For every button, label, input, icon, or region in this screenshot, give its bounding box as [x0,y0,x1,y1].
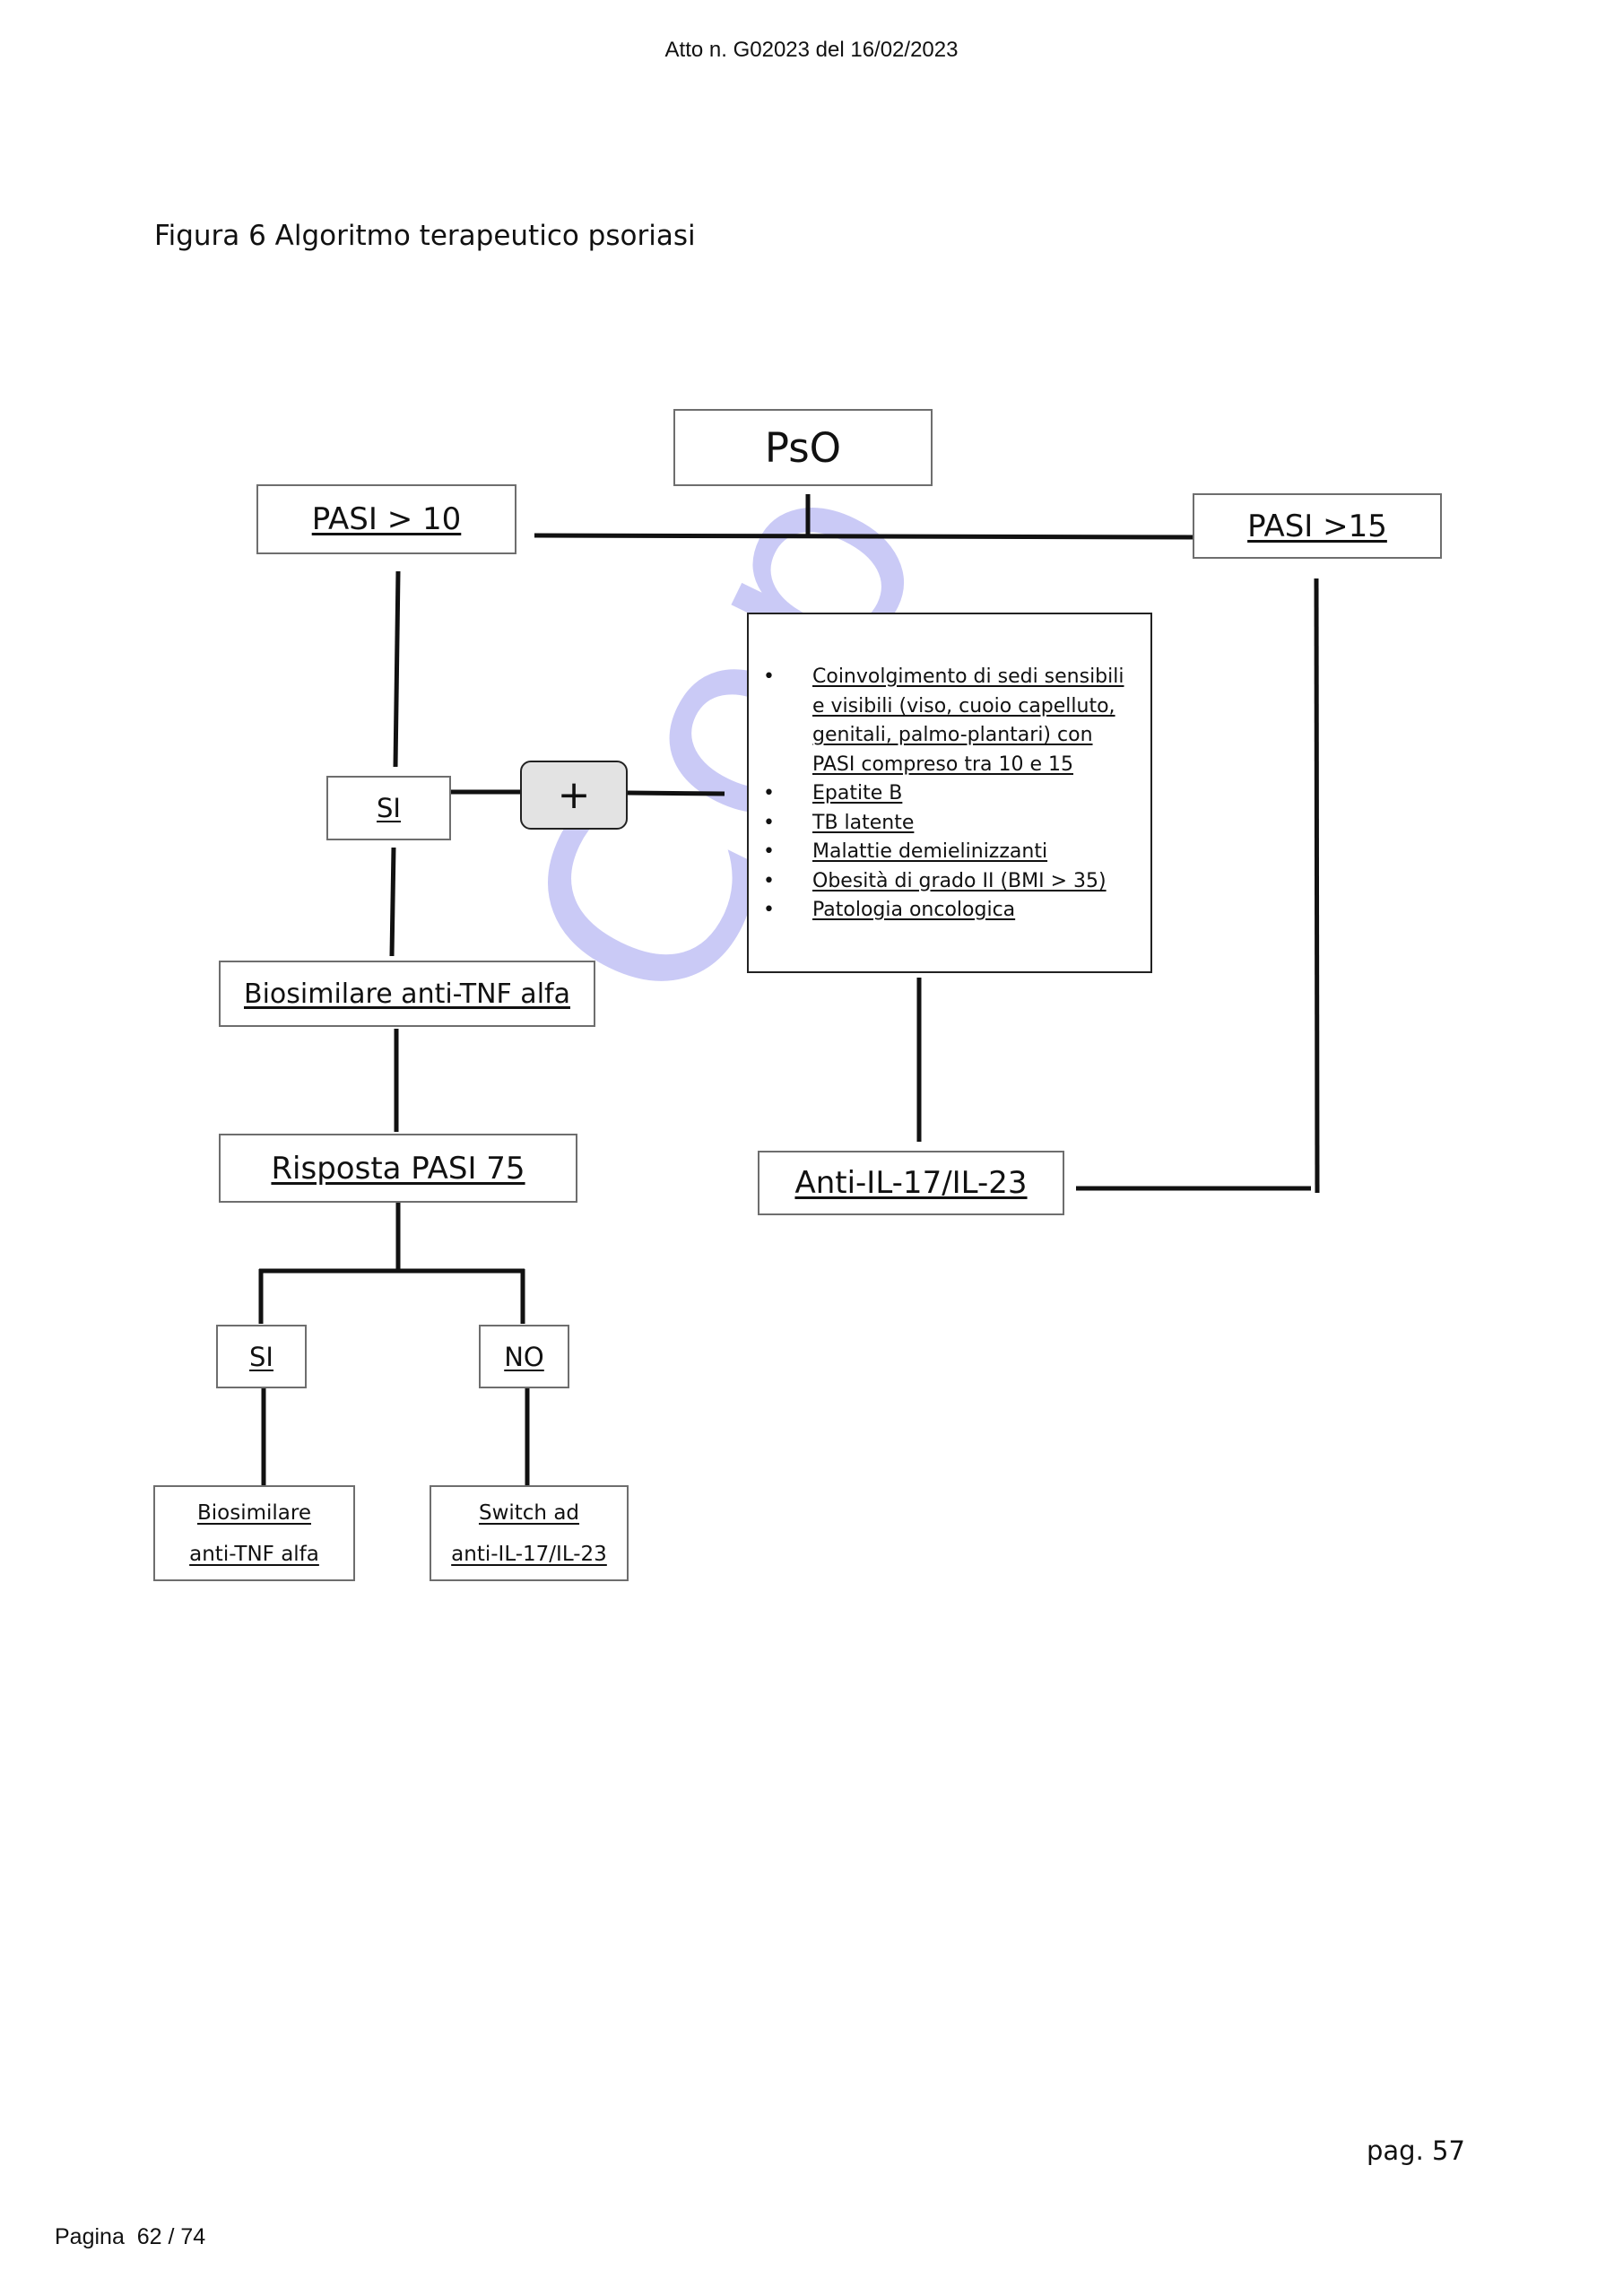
criteria-item-text: Epatite B [812,782,903,804]
outcome-switch-box: Switch ad anti-IL-17/IL-23 [430,1485,629,1581]
biosimilar-label: Biosimilare anti-TNF alfa [244,978,570,1010]
criteria-item-text: Patologia oncologica [812,899,1016,921]
anti-il-label: Anti-IL-17/IL-23 [794,1165,1028,1201]
si-bottom-label: SI [249,1341,273,1372]
outcome-biosimilar-line1: Biosimilare [197,1500,311,1525]
criteria-item-text: Obesità di grado II (BMI > 35) [812,869,1107,892]
si-bottom-box: SI [216,1325,307,1388]
criteria-box: • Coinvolgimento di sedi sensibili e vis… [747,613,1152,973]
outcome-biosimilar-line2: anti-TNF alfa [189,1542,319,1566]
response-pasi-75-label: Risposta PASI 75 [271,1150,525,1187]
pasi-gt-10-box: PASI > 10 [256,484,516,554]
bullet-mark: • [763,869,775,892]
anti-il-box: Anti-IL-17/IL-23 [758,1151,1064,1215]
pso-root-box: PsO [673,409,933,486]
bullet-mark: • [763,811,775,834]
criteria-item: • Epatite B [761,779,1138,809]
pso-root-label: PsO [764,423,842,472]
pasi-gt-15-box: PASI >15 [1193,493,1442,559]
criteria-item-text: TB latente [812,811,915,834]
criteria-item: • Coinvolgimento di sedi sensibili e vis… [761,663,1138,779]
pasi-gt-15-label: PASI >15 [1247,508,1387,544]
outcome-switch-line1: Switch ad [478,1500,580,1525]
criteria-item: • Obesità di grado II (BMI > 35) [761,867,1138,897]
no-bottom-box: NO [479,1325,569,1388]
si-top-label: SI [377,793,401,823]
outcome-switch-line2: anti-IL-17/IL-23 [451,1542,607,1566]
connector-line [627,790,725,796]
criteria-item: • Patologia oncologica [761,896,1138,926]
si-top-box: SI [326,776,451,840]
act-header: Atto n. G02023 del 16/02/2023 [664,38,959,62]
criteria-item: • Malattie demielinizzanti [761,838,1138,867]
page-number: pag. 57 [1367,2135,1465,2166]
bullet-mark: • [763,665,775,688]
criteria-item-text: Malattie demielinizzanti [812,840,1048,863]
response-pasi-75-box: Risposta PASI 75 [219,1134,577,1203]
bullet-mark: • [763,899,775,921]
no-bottom-label: NO [504,1341,544,1372]
criteria-list: • Coinvolgimento di sedi sensibili e vis… [761,663,1138,926]
connector-line [1314,578,1320,1194]
pasi-gt-10-label: PASI > 10 [311,501,462,537]
bullet-mark: • [763,782,775,804]
plus-box: + [520,761,628,830]
pagination: Pagina 62 / 74 [55,2224,206,2249]
plus-label: + [557,772,591,818]
connector-line [393,570,401,768]
criteria-item: • TB latente [761,809,1138,839]
figure-caption: Figura 6 Algoritmo terapeutico psoriasi [154,220,696,252]
connector-line [534,533,1193,540]
bullet-mark: • [763,840,775,863]
connector-line [389,847,396,957]
criteria-item-text: Coinvolgimento di sedi sensibili e visib… [812,665,1124,776]
outcome-biosimilar-box: Biosimilare anti-TNF alfa [153,1485,355,1581]
biosimilar-box: Biosimilare anti-TNF alfa [219,961,595,1027]
